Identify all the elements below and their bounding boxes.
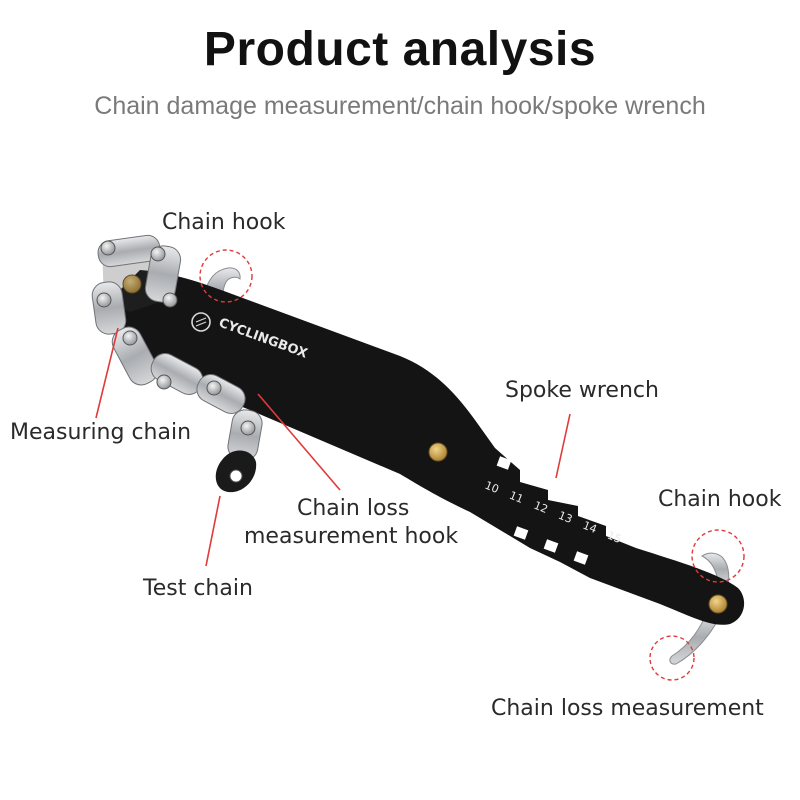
page-title: Product analysis: [203, 23, 597, 76]
wrench-size-label: 15: [605, 529, 623, 546]
brass-rivet: [122, 274, 142, 294]
measuring-chain: [91, 234, 263, 493]
wrench-size-label: 11: [507, 489, 525, 506]
pointer-lines: [95, 327, 571, 567]
wrench-size-label: 14: [581, 519, 599, 536]
highlight-circle: [199, 249, 253, 303]
label-spoke-wrench: Spoke wrench: [505, 378, 659, 403]
brand-emblem-icon: [191, 312, 211, 332]
spoke-wrench-sizes: 10 11 12 13 14 15: [483, 479, 623, 546]
label-measuring-chain: Measuring chain: [10, 420, 192, 445]
page-subtitle: Chain damage measurement/chain hook/spok…: [94, 92, 706, 120]
label-test-chain: Test chain: [143, 576, 253, 601]
brass-rivet: [428, 442, 448, 462]
highlight-circle: [649, 635, 695, 681]
brass-rivet: [708, 594, 728, 614]
label-chain-loss-measurement: Chain loss measurement: [491, 696, 764, 721]
highlight-circle: [691, 529, 745, 583]
label-chain-hook-top: Chain hook: [162, 210, 286, 235]
label-chain-loss-hook-1: Chain loss: [297, 496, 410, 521]
wrench-size-label: 10: [483, 479, 501, 496]
chain-loss-measurement-tip: [669, 609, 721, 665]
chain-hook-right: [701, 552, 730, 586]
wrench-size-label: 13: [556, 509, 574, 526]
wrench-size-label: 12: [532, 499, 550, 516]
tool-body: [106, 270, 745, 625]
label-chain-loss-hook-2: measurement hook: [244, 524, 459, 549]
label-chain-hook-right: Chain hook: [658, 487, 782, 512]
